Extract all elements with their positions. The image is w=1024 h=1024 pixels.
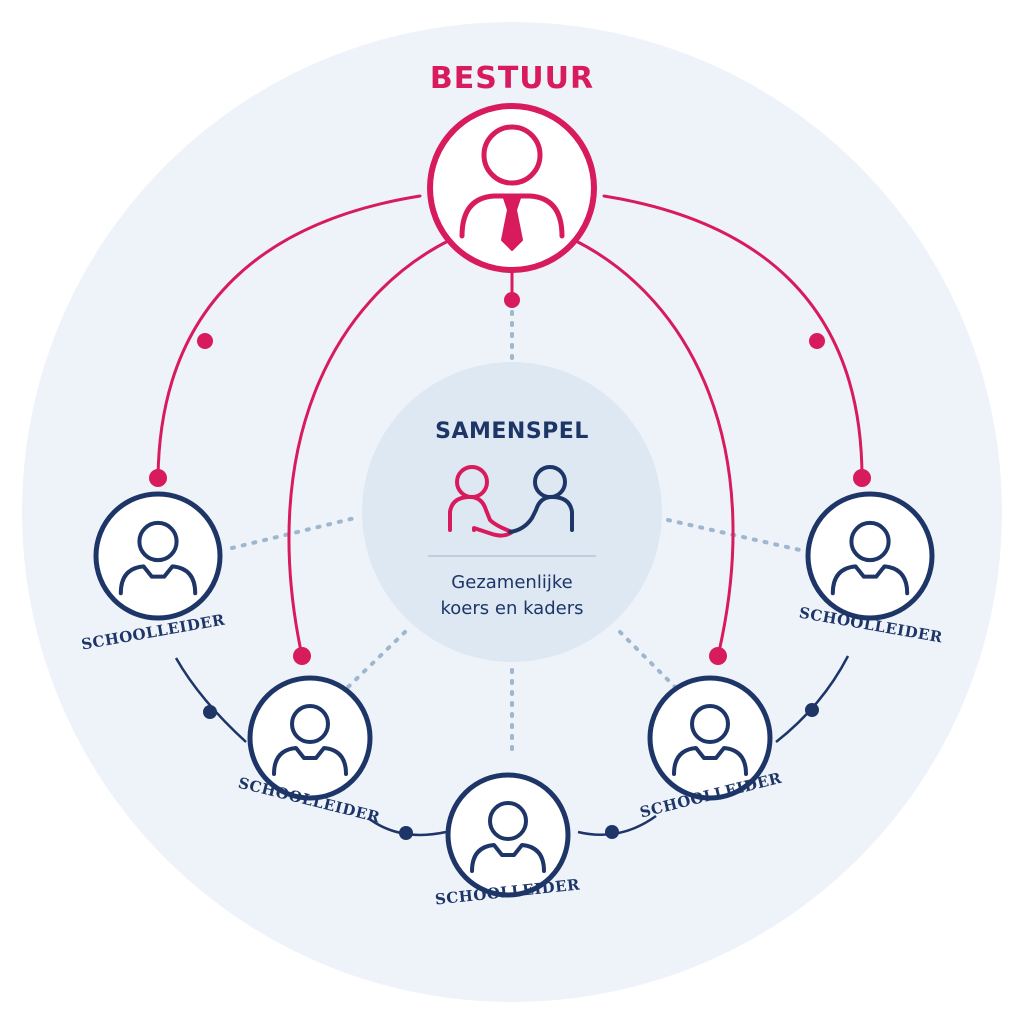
dot: [293, 647, 311, 665]
chain-right-upper: [775, 655, 850, 743]
icon-shoulders: [672, 746, 748, 776]
schoolleider-circle: [805, 491, 935, 621]
dot: [149, 469, 167, 487]
schoolleider-node: SCHOOLLEIDER: [434, 772, 581, 909]
spoke-left: [230, 516, 357, 550]
icon-shoulders: [470, 843, 546, 873]
person-icon: [118, 520, 198, 596]
manager-with-tie-icon: [459, 124, 565, 251]
icon-shoulders: [118, 564, 198, 596]
samenspel-subtitle-line1: Gezamenlijke: [451, 572, 572, 593]
spoke-lower-left: [343, 630, 407, 692]
schoolleider-circle: [647, 675, 773, 801]
icon-head: [290, 704, 330, 744]
spoke-lower-right: [618, 630, 680, 692]
icon-head: [849, 520, 891, 563]
dot: [709, 647, 727, 665]
dot: [809, 333, 825, 349]
person-icon: [830, 520, 910, 596]
icon-shoulders: [830, 564, 910, 596]
icon-shoulders: [459, 193, 565, 239]
person-right-body: [508, 495, 574, 534]
samenspel-title: SAMENSPEL: [435, 419, 589, 444]
person-icon: [272, 704, 348, 776]
arc-outer-left: [156, 194, 422, 480]
person-icon: [470, 801, 546, 873]
bestuur-circle: [427, 103, 597, 273]
arc-inner-left: [287, 238, 452, 658]
dot: [197, 333, 213, 349]
samenspel-subtitle-line2: koers en kaders: [441, 598, 584, 619]
samenspel-content: SAMENSPEL Gezamenlijke koers en kaders: [428, 419, 596, 619]
bestuur-connections: [156, 194, 864, 658]
samenspel-circle: [362, 362, 662, 662]
arc-inner-right: [572, 238, 735, 658]
dotted-spokes: [230, 310, 802, 760]
chain-left-upper: [174, 657, 247, 743]
dot: [504, 292, 520, 308]
icon-head: [690, 704, 730, 744]
person-left-body: [448, 495, 514, 538]
tie: [501, 197, 523, 251]
dot: [399, 826, 413, 840]
schoolleider-circle: [445, 772, 571, 898]
schoolleider-circle: [93, 491, 223, 621]
dot: [805, 703, 819, 717]
dot: [203, 705, 217, 719]
handshake-icon: [448, 465, 574, 538]
icon-shoulders: [272, 746, 348, 776]
icon-head: [137, 520, 179, 563]
bestuur-label: BESTUUR: [430, 61, 594, 96]
schoolleider-node: SCHOOLLEIDER: [80, 491, 226, 654]
icon-head: [481, 124, 543, 186]
person-icon: [672, 704, 748, 776]
schoolleider-circle: [247, 675, 373, 801]
dot: [853, 469, 871, 487]
dot: [605, 825, 619, 839]
schoolleider-connection-dots: [203, 703, 819, 840]
bestuur-connection-dots: [149, 292, 871, 665]
bestuur-node: BESTUUR: [427, 61, 597, 273]
arc-outer-right: [602, 194, 864, 480]
icon-head: [488, 801, 528, 841]
schoolleider-nodes: SCHOOLLEIDERSCHOOLLEIDERSCHOOLLEIDERSCHO…: [80, 491, 944, 909]
